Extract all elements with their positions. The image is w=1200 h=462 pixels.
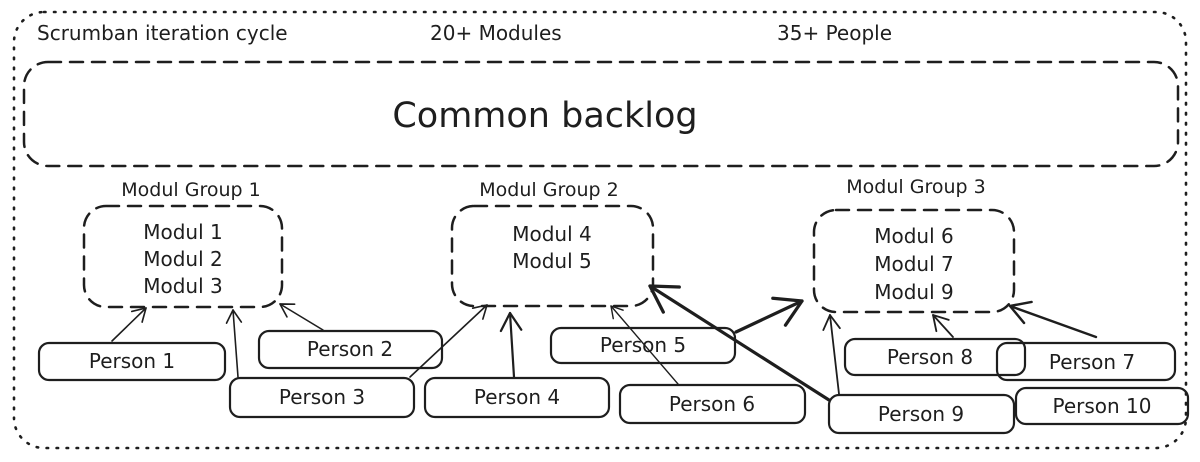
person-9-border	[827, 393, 1016, 435]
module-3-label: Modul 3	[143, 274, 223, 298]
module-1-label: Modul 1	[143, 220, 223, 244]
arrow-person9-to-group2	[648, 284, 831, 402]
module-group-3-title: Modul Group 3	[846, 176, 985, 198]
person-2-box: Person 2	[257, 329, 444, 370]
module-group-1: Modul Group 1 Modul 1 Modul 2 Modul 3	[82, 179, 284, 309]
person-1-border	[37, 341, 227, 382]
diagram-title: Scrumban iteration cycle	[37, 21, 288, 45]
common-backlog-border	[22, 60, 1180, 168]
person-6-border	[618, 383, 807, 425]
person-2-label: Person 2	[307, 337, 393, 361]
person-3-box: Person 3	[228, 376, 416, 419]
arrow-person5-to-group3	[734, 296, 804, 334]
person-9-box: Person 9	[827, 393, 1016, 435]
person-5-box: Person 5	[549, 326, 737, 365]
person-6-label: Person 6	[669, 392, 755, 416]
module-group-1-border	[82, 204, 284, 309]
person-3-border	[228, 376, 416, 419]
person-3-label: Person 3	[279, 385, 365, 409]
person-9-label: Person 9	[878, 402, 964, 426]
module-6-label: Modul 6	[874, 224, 954, 248]
arrow-person3-to-group1	[225, 309, 243, 378]
module-4-label: Modul 4	[512, 222, 592, 246]
arrow-person8-to-group3	[932, 314, 954, 338]
module-group-2-title: Modul Group 2	[479, 179, 618, 201]
arrow-person4-to-group2	[499, 311, 523, 379]
person-10-box: Person 10	[1014, 386, 1190, 426]
common-backlog-box: Common backlog	[22, 60, 1180, 168]
person-5-border	[549, 326, 737, 365]
person-7-border	[995, 341, 1177, 382]
arrow-person9-to-group3	[822, 314, 841, 395]
module-group-3-border	[812, 208, 1016, 314]
person-6-box: Person 6	[618, 383, 807, 425]
person-8-label: Person 8	[887, 345, 973, 369]
person-1-label: Person 1	[89, 349, 175, 373]
person-boxes: Person 1 Person 2 Person 3 Person 4 Pers…	[37, 326, 1190, 435]
person-7-label: Person 7	[1049, 350, 1135, 374]
person-8-box: Person 8	[843, 337, 1027, 377]
module-5-label: Modul 5	[512, 249, 592, 273]
person-1-box: Person 1	[37, 341, 227, 382]
arrow-person7-to-group3	[1008, 300, 1098, 339]
person-2-border	[257, 329, 444, 370]
module-group-3: Modul Group 3 Modul 6 Modul 7 Modul 9	[812, 176, 1016, 314]
person-10-label: Person 10	[1052, 394, 1151, 418]
people-count-label: 35+ People	[777, 21, 892, 45]
person-7-box: Person 7	[995, 341, 1177, 382]
module-9-label: Modul 9	[874, 280, 954, 304]
person-4-border	[423, 376, 611, 419]
module-group-1-title: Modul Group 1	[121, 179, 260, 201]
arrow-person2-to-group1	[279, 303, 324, 331]
connection-arrows	[111, 284, 1098, 402]
arrow-person1-to-group1	[111, 307, 147, 342]
modules-count-label: 20+ Modules	[430, 21, 562, 45]
person-5-label: Person 5	[600, 333, 686, 357]
arrow-person6-to-group2	[610, 305, 679, 385]
arrow-person3-to-group2	[409, 304, 488, 378]
iteration-cycle-frame	[12, 10, 1188, 450]
module-group-2-border	[450, 204, 655, 308]
module-group-2: Modul Group 2 Modul 4 Modul 5	[450, 179, 655, 308]
module-7-label: Modul 7	[874, 252, 954, 276]
person-10-border	[1014, 386, 1190, 426]
person-8-border	[843, 337, 1027, 377]
person-4-label: Person 4	[474, 385, 560, 409]
common-backlog-label: Common backlog	[392, 96, 697, 136]
person-4-box: Person 4	[423, 376, 611, 419]
module-2-label: Modul 2	[143, 247, 223, 271]
